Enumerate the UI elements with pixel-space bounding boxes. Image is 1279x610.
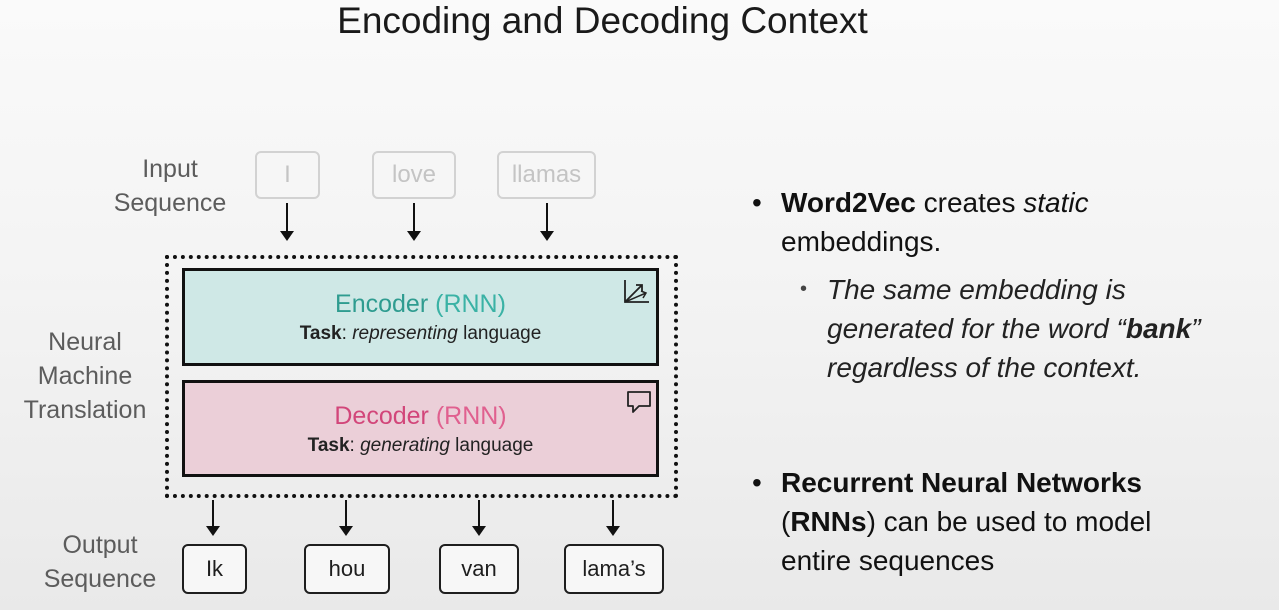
- decoder-task-label: Task: [307, 435, 350, 456]
- sub-bank-bold: bank: [1125, 313, 1192, 344]
- input-token-love: love: [372, 151, 456, 199]
- sub-line3: regardless of the context.: [827, 352, 1142, 383]
- rnns-bold: RNNs: [790, 506, 867, 537]
- encoder-task-verb: representing: [352, 323, 458, 344]
- input-label-line2: Sequence: [113, 189, 227, 217]
- input-arrow: [404, 203, 424, 241]
- bullet1-line2: embeddings.: [781, 226, 942, 257]
- encoder-word: Encoder: [335, 290, 429, 318]
- input-token-llamas: llamas: [497, 151, 596, 199]
- sub-line2-a: generated for the word “: [827, 313, 1126, 344]
- bullet-rnn: • Recurrent Neural Networks (RNNs) can b…: [752, 463, 1272, 580]
- sub-line1: The same embedding is: [827, 274, 1126, 305]
- nmt-label-line3: Translation: [23, 396, 147, 424]
- output-token-lamas: lama’s: [564, 544, 664, 594]
- bullet1-static: static: [1023, 187, 1089, 218]
- encoder-task: Task: representing language: [185, 323, 656, 345]
- bullet1-mid: creates: [915, 187, 1024, 218]
- encoder-title: Encoder (RNN): [185, 289, 656, 319]
- output-arrow: [336, 500, 356, 536]
- encoder-block: Encoder (RNN) Task: representing languag…: [182, 268, 659, 366]
- decoder-rnn: (RNN): [435, 402, 507, 430]
- sub-bullet-dot: •: [800, 278, 808, 300]
- nmt-label: Neural Machine Translation: [10, 325, 160, 427]
- slide-title: Encoding and Decoding Context: [337, 0, 868, 41]
- encoder-rnn: (RNN): [435, 290, 506, 318]
- encoder-task-colon: :: [341, 323, 353, 344]
- input-sequence-label: Input Sequence: [100, 152, 240, 220]
- bullet2-paren-open: (: [781, 506, 791, 537]
- output-token-van: van: [439, 544, 519, 594]
- output-arrow: [203, 500, 223, 536]
- decoder-word: Decoder: [334, 402, 429, 430]
- input-label-line1: Input: [142, 155, 198, 183]
- decoder-block: Decoder (RNN) Task: generating language: [182, 380, 659, 477]
- embedding-axes-icon: [624, 280, 649, 303]
- speech-bubble-icon: [627, 391, 651, 413]
- output-arrow: [469, 500, 489, 536]
- word2vec-bold: Word2Vec: [781, 187, 916, 218]
- output-label-line2: Sequence: [43, 565, 157, 593]
- bullet2-line3: entire sequences: [781, 545, 995, 576]
- decoder-task: Task: generating language: [185, 435, 656, 457]
- sub-bullet-bank: • The same embedding is generated for th…: [800, 270, 1270, 387]
- decoder-title: Decoder (RNN): [185, 401, 656, 431]
- rnn-bold: Recurrent Neural Networks: [781, 467, 1143, 498]
- encoder-task-label: Task: [299, 323, 342, 344]
- output-arrow: [603, 500, 623, 536]
- nmt-label-line2: Machine: [37, 362, 133, 390]
- bullet2-rest: ) can be used to model: [866, 506, 1152, 537]
- nmt-dotted-frame: [165, 255, 678, 498]
- output-label-line1: Output: [62, 531, 138, 559]
- output-token-ik: Ik: [182, 544, 247, 594]
- bullet-dot: •: [752, 467, 762, 498]
- output-token-hou: hou: [304, 544, 390, 594]
- bullet-dot: •: [752, 187, 762, 218]
- nmt-label-line1: Neural: [48, 328, 122, 356]
- input-arrow: [277, 203, 297, 241]
- decoder-task-verb: generating: [360, 435, 450, 456]
- input-token-i: I: [255, 151, 320, 199]
- output-sequence-label: Output Sequence: [25, 528, 175, 596]
- decoder-task-rest: language: [449, 435, 534, 456]
- encoder-task-rest: language: [457, 323, 542, 344]
- bullet-word2vec: • Word2Vec creates static embeddings.: [752, 183, 1272, 261]
- input-arrow: [537, 203, 557, 241]
- decoder-task-colon: :: [349, 435, 361, 456]
- sub-line2-b: ”: [1191, 313, 1201, 344]
